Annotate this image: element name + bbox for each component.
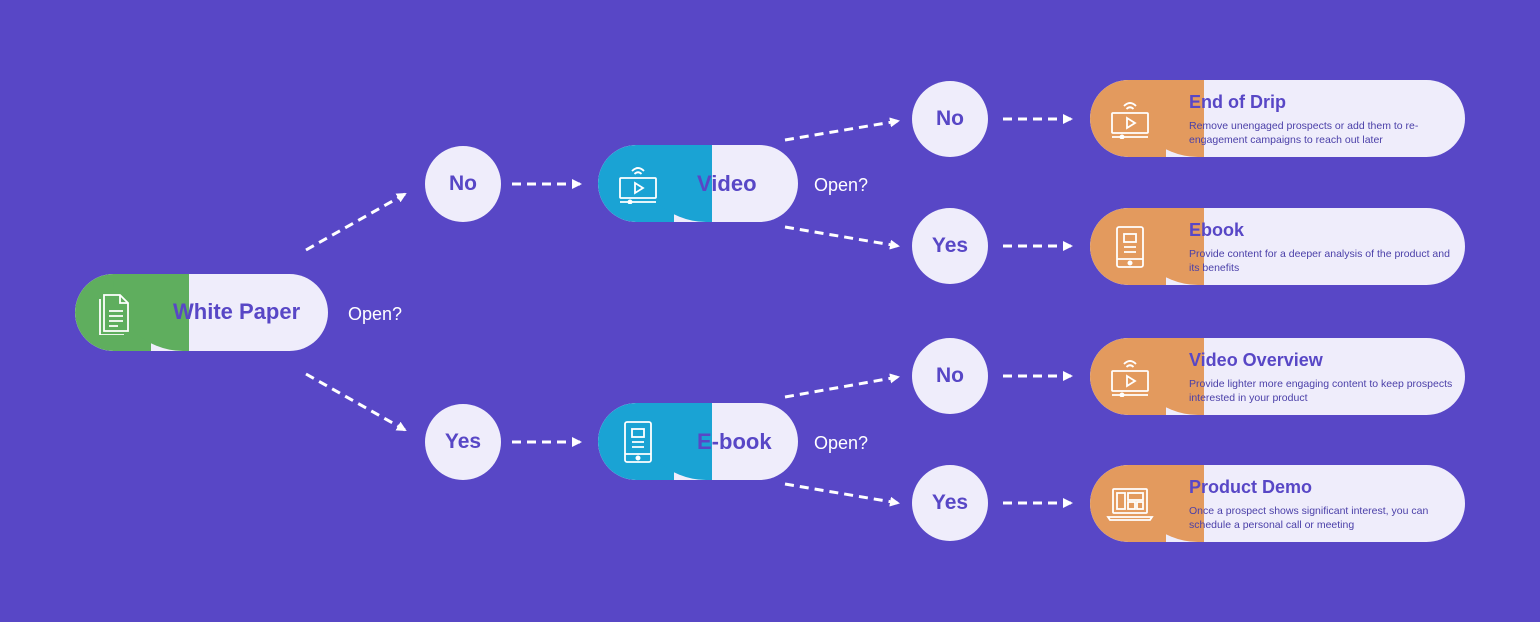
video-icon xyxy=(1090,80,1170,157)
document-icon xyxy=(75,274,157,351)
ebook-answer-no: No xyxy=(912,338,988,414)
video-answer-yes: Yes xyxy=(912,208,988,284)
ebook-answer-yes: Yes xyxy=(912,465,988,541)
arrow-ebook-to-yes xyxy=(784,482,900,507)
root-question: Open? xyxy=(348,304,403,324)
end-of-drip-title: End of Drip xyxy=(1189,92,1286,112)
arrow-root-to-no xyxy=(305,192,407,252)
video-answer-no: No xyxy=(912,81,988,157)
product-demo-node: Product Demo Once a prospect shows signi… xyxy=(1090,465,1465,542)
answer-no: No xyxy=(425,146,501,222)
arrow-root-to-yes xyxy=(305,372,407,432)
ebook-outcome-title: Ebook xyxy=(1189,220,1245,240)
video-label: Video xyxy=(697,171,757,196)
arrow-video-to-no xyxy=(784,117,900,142)
video-overview-desc: Provide lighter more engaging content to… xyxy=(1189,378,1453,404)
ebook-icon xyxy=(598,403,678,480)
ebook-node: E-book xyxy=(598,403,798,480)
ebook-icon xyxy=(1090,208,1170,285)
ebook-question: Open? xyxy=(814,433,869,453)
laptop-icon xyxy=(1090,465,1170,542)
arrow-video-to-yes xyxy=(784,225,900,250)
video-node: Video xyxy=(598,145,798,222)
answer-yes: Yes xyxy=(425,404,501,480)
white-paper-node: White Paper xyxy=(75,274,328,351)
product-demo-desc: Once a prospect shows significant intere… xyxy=(1189,505,1429,531)
video-overview-title: Video Overview xyxy=(1189,350,1323,370)
end-of-drip-desc: Remove unengaged prospects or add them t… xyxy=(1189,120,1419,146)
ebook-outcome-desc: Provide content for a deeper analysis of… xyxy=(1189,248,1450,274)
ebook-label: E-book xyxy=(697,429,772,454)
product-demo-title: Product Demo xyxy=(1189,477,1313,497)
ebook-outcome-node: Ebook Provide content for a deeper analy… xyxy=(1090,208,1465,285)
video-overview-node: Video Overview Provide lighter more enga… xyxy=(1090,338,1465,415)
video-icon xyxy=(598,145,678,222)
video-question: Open? xyxy=(814,175,869,195)
arrow-ebook-to-no xyxy=(784,373,900,399)
end-of-drip-node: End of Drip Remove unengaged prospects o… xyxy=(1090,80,1465,157)
white-paper-label: White Paper xyxy=(173,299,301,324)
video-icon xyxy=(1090,338,1170,415)
